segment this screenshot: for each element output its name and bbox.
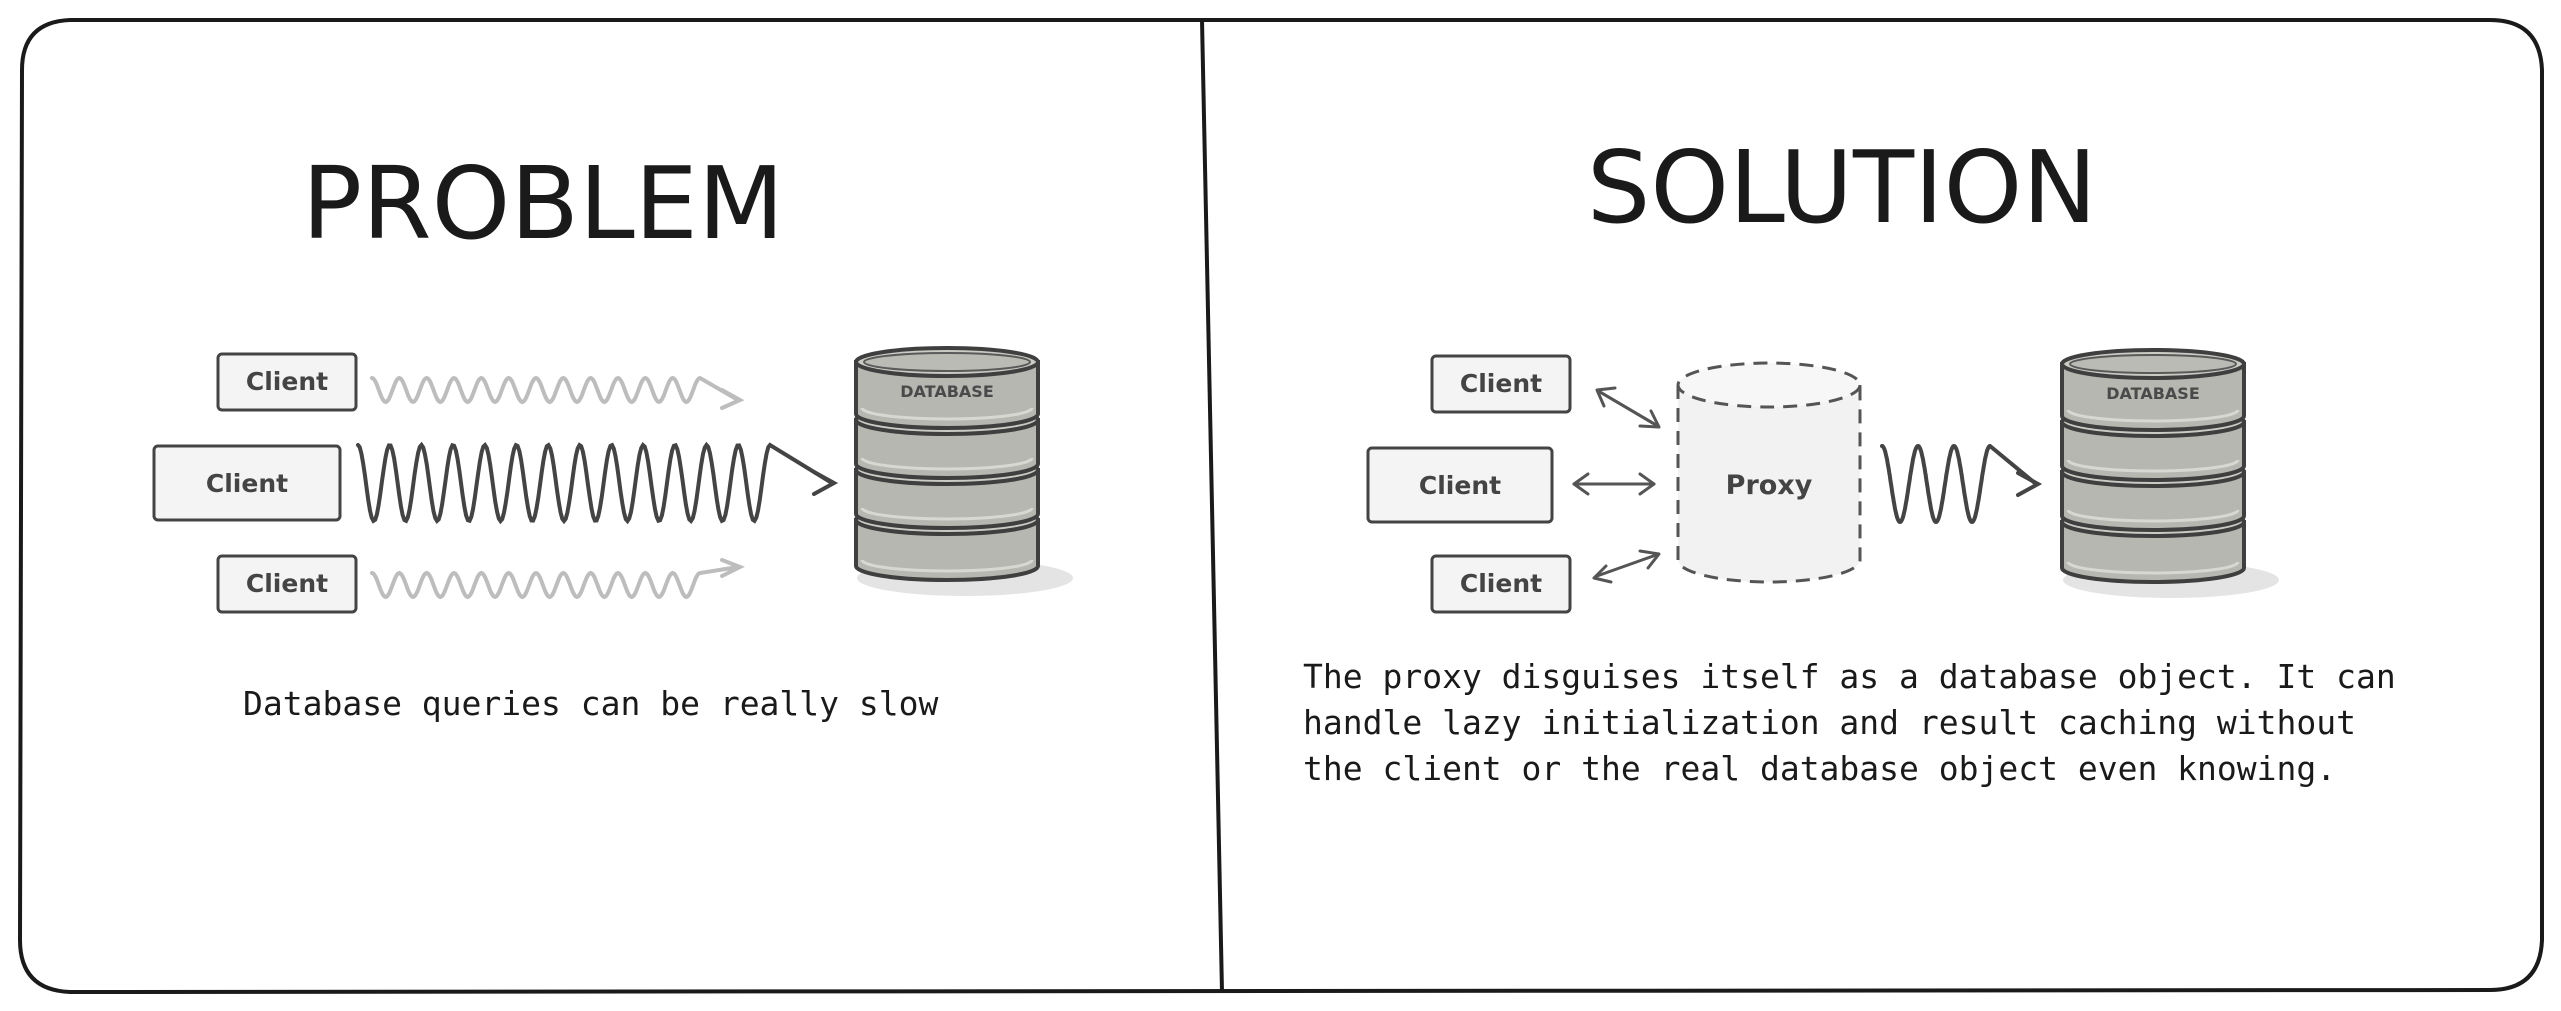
database-tier [2060, 362, 2246, 432]
problem-client-top-label: Client [246, 367, 328, 396]
problem-panel: PROBLEM Client Client Client DATABASE Da… [152, 145, 1073, 723]
problem-database-icon [854, 346, 1073, 596]
solution-client-bottom-label: Client [1460, 569, 1542, 598]
database-tier-highlight [860, 507, 1034, 521]
solution-database-label: DATABASE [2106, 384, 2200, 403]
problem-client-top: Client [216, 352, 358, 412]
problem-wave-middle [356, 441, 834, 525]
database-tier-highlight [860, 559, 1034, 573]
problem-client-middle: Client [152, 444, 342, 522]
solution-caption-line-3: the client or the real database object e… [1303, 749, 2336, 788]
database-tier [854, 360, 1040, 430]
database-tier [854, 518, 1040, 582]
problem-wave-bottom [370, 565, 740, 600]
problem-title: PROBLEM [302, 145, 784, 262]
solution-database-icon [2060, 348, 2279, 598]
solution-wave-arrowhead [2016, 471, 2043, 497]
database-tier [2060, 470, 2246, 532]
database-tier-highlight [860, 407, 1034, 421]
problem-wave-top [370, 375, 740, 405]
problem-client-bottom-label: Client [246, 569, 328, 598]
database-tier [854, 418, 1040, 480]
database-tier [2060, 420, 2246, 482]
database-lid [2069, 354, 2237, 374]
solution-arrow-top [1595, 386, 1661, 429]
problem-client-middle-label: Client [206, 469, 288, 498]
solution-caption-line-2: handle lazy initialization and result ca… [1303, 703, 2356, 742]
problem-wave-top-arrowhead [720, 388, 745, 410]
problem-caption: Database queries can be really slow [243, 684, 939, 723]
database-tier-highlight [2066, 561, 2240, 575]
proxy-cylinder: Proxy [1676, 361, 1862, 584]
solution-caption-line-1: The proxy disguises itself as a database… [1303, 657, 2396, 696]
problem-wave-bottom-arrowhead [720, 558, 745, 578]
problem-client-bottom: Client [216, 554, 358, 614]
solution-client-middle-label: Client [1419, 471, 1501, 500]
solution-title: SOLUTION [1587, 129, 2097, 246]
solution-client-top: Client [1430, 354, 1572, 414]
solution-client-top-label: Client [1460, 369, 1542, 398]
solution-client-bottom: Client [1430, 554, 1572, 614]
database-tier [2060, 520, 2246, 584]
database-tier-highlight [2066, 409, 2240, 423]
database-tier [854, 468, 1040, 530]
outer-frame [17, 18, 2544, 995]
database-lid [863, 352, 1031, 372]
panel-divider [1200, 19, 1224, 993]
solution-wave [1880, 443, 2038, 525]
database-tier-highlight [2066, 459, 2240, 473]
solution-arrow-bottom [1592, 549, 1661, 584]
database-tier-highlight [2066, 509, 2240, 523]
database-tier-highlight [860, 457, 1034, 471]
solution-client-middle: Client [1366, 446, 1554, 524]
problem-wave-middle-arrowhead [812, 470, 839, 496]
solution-arrow-middle [1572, 472, 1656, 496]
problem-database-label: DATABASE [900, 382, 994, 401]
solution-panel: SOLUTION Client Client Client [1303, 129, 2396, 788]
proxy-label: Proxy [1726, 470, 1813, 501]
